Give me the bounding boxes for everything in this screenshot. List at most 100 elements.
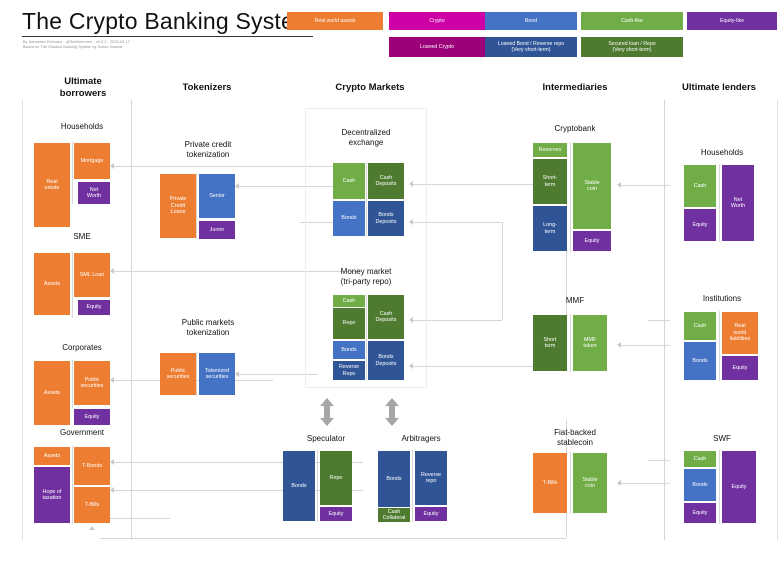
- block-arb-bonds: Bonds: [378, 451, 410, 507]
- connector-arrow: [235, 371, 239, 377]
- group-title-cryptobank: Cryptobank: [554, 124, 596, 133]
- connector-arrow: [617, 182, 621, 188]
- block-cb-stable-coin: Stable coin: [573, 143, 611, 229]
- connector-line: [412, 366, 567, 367]
- block-t-bills: T-Bills: [74, 487, 110, 523]
- block-public-securities-token: Public securities: [160, 353, 196, 395]
- block-swf-equity: Equity: [684, 503, 716, 523]
- block-real-estate: Real estate: [34, 143, 70, 227]
- bidirectional-arrow-arbitragers: [384, 398, 400, 426]
- connector-line: [412, 320, 502, 321]
- block-cb-equity: Equity: [573, 231, 611, 251]
- block-cb-long-term: Long- term: [533, 206, 567, 251]
- block-mm-cash-deposits: Cash Deposits: [368, 295, 404, 339]
- group-title-decentralized-exchange: Decentralized exchange: [341, 128, 391, 148]
- group-title-private-credit-tokenization: Private credit tokenization: [184, 140, 232, 160]
- connector-arrow: [110, 459, 114, 465]
- block-inst-real-world-liabilities: Real world liabilities: [722, 312, 758, 354]
- connector-line: [502, 222, 503, 320]
- connector-line: [620, 345, 670, 346]
- block-gov-assets: Assets: [34, 447, 70, 465]
- connector-arrow: [110, 268, 114, 274]
- group-title-money-market: Money market (tri-party repo): [340, 267, 392, 287]
- byline-line-1: By Sebastien Derivaux - @SebVentures - v…: [23, 40, 131, 44]
- group-divider: [366, 162, 367, 236]
- block-net-worth: Net Worth: [78, 182, 110, 204]
- group-title-swf: SWF: [713, 434, 731, 443]
- legend-loaned-bond: Loaned Bond / Reverse repo (Very short-t…: [485, 37, 577, 57]
- block-dex-cash-deposits: Cash Deposits: [368, 163, 404, 199]
- connector-line: [412, 222, 502, 223]
- connector-line: [620, 483, 670, 484]
- block-mm-reverse-repo: Reverse Repo: [333, 361, 365, 380]
- connector-arrow: [110, 163, 114, 169]
- block-dex-cash: Cash: [333, 163, 365, 199]
- block-inst-cash: Cash: [684, 312, 716, 340]
- connector-arrow: [409, 219, 413, 225]
- block-arb-cash-collateral: Cash Collateral: [378, 508, 410, 522]
- column-header-crypto-markets: Crypto Markets: [335, 82, 405, 93]
- block-sml-loan: SML Loan: [74, 253, 110, 297]
- block-arb-equity: Equity: [415, 507, 447, 521]
- connector-arrow: [110, 487, 114, 493]
- frame-crypto-markets: [305, 108, 427, 388]
- block-corporates-assets: Assets: [34, 361, 70, 425]
- connector-line: [300, 222, 334, 223]
- connector-arrow: [89, 526, 95, 530]
- block-mortgage: Mortgage: [74, 143, 110, 179]
- connector-arrow: [617, 342, 621, 348]
- block-t-bonds: T-Bonds: [74, 447, 110, 485]
- connector-line: [100, 538, 566, 539]
- frame-borrowers: [22, 100, 132, 540]
- connector-line: [113, 271, 360, 272]
- group-divider: [719, 450, 720, 524]
- block-mm-bonds-deposits: Bonds Deposits: [368, 341, 404, 380]
- connector-line: [620, 185, 670, 186]
- group-divider: [570, 452, 571, 514]
- group-divider: [196, 173, 197, 239]
- connector-arrow: [110, 377, 114, 383]
- block-senior: Senior: [199, 174, 235, 218]
- block-sme-assets: Assets: [34, 253, 70, 315]
- connector-line: [100, 518, 170, 519]
- group-divider: [196, 352, 197, 396]
- group-divider: [412, 450, 413, 522]
- block-swf-cash: Cash: [684, 451, 716, 467]
- connector-line: [238, 374, 318, 375]
- block-spec-bonds: Bonds: [283, 451, 315, 521]
- group-title-households-borrower: Households: [60, 122, 104, 131]
- group-divider: [72, 252, 73, 318]
- block-hh-equity: Equity: [684, 209, 716, 241]
- column-header-ultimate-lenders: Ultimate lenders: [682, 82, 756, 93]
- connector-line: [412, 184, 567, 185]
- connector-line: [113, 490, 363, 491]
- connector-line: [566, 184, 567, 366]
- connector-line: [113, 462, 363, 463]
- legend-secured-loan-repo: Secured loan / Repo (Very short-term): [581, 37, 683, 57]
- group-divider: [317, 450, 318, 522]
- block-reserves: Reserves: [533, 143, 567, 157]
- block-mm-cash: Cash: [333, 295, 365, 307]
- group-title-public-markets-tokenization: Public markets tokenization: [181, 318, 235, 338]
- group-title-mmf: MMF: [565, 296, 585, 305]
- legend-cash-like: Cash-like: [581, 12, 683, 30]
- group-divider: [72, 446, 73, 524]
- connector-arrow: [409, 181, 413, 187]
- connector-line: [113, 166, 360, 167]
- group-title-speculator: Speculator: [306, 434, 346, 443]
- block-fbs-stable-coin: Stable coin: [573, 453, 607, 513]
- block-private-credit-loans: Private Credit Loans: [160, 174, 196, 238]
- connector-line: [648, 460, 670, 461]
- block-swf-equity-right: Equity: [722, 451, 756, 523]
- byline-line-2: Based on The Shadow Banking System by Zo…: [23, 45, 123, 49]
- block-cb-short-term: Short- term: [533, 159, 567, 204]
- legend-real-world-assets: Real world assets: [287, 12, 383, 30]
- frame-lenders: [664, 100, 778, 540]
- group-title-sme: SME: [73, 232, 91, 241]
- block-mm-bonds: Bonds: [333, 341, 365, 359]
- block-hope-of-taxation: Hope of taxation: [34, 467, 70, 523]
- connector-line: [238, 186, 360, 187]
- page-title: The Crypto Banking System: [22, 8, 314, 37]
- block-dex-bonds-deposits: Bonds Deposits: [368, 201, 404, 236]
